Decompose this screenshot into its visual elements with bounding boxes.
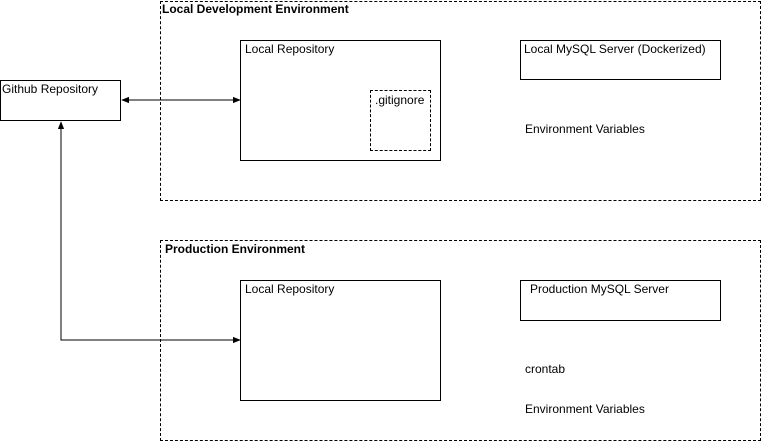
github-repository-label: Github Repository [2,82,99,96]
production-mysql-server [520,280,721,321]
dev-local-repository-label: Local Repository [245,42,335,56]
crontab-label: crontab [525,362,566,376]
prod-environment-variables: Environment Variables [525,402,645,416]
gitignore-box [370,90,431,151]
dev-environment-variables: Environment Variables [525,122,645,136]
prod-repo-github-arrow [57,121,241,344]
gitignore-label: .gitignore [375,93,425,107]
dev-environment-title: Local Development Environment [162,2,349,16]
local-mysql-server [520,40,721,80]
prod-local-repository [240,280,441,401]
production-mysql-server-label: Production MySQL Server [530,282,669,296]
prod-local-repository-label: Local Repository [245,282,335,296]
local-mysql-server-label: Local MySQL Server (Dockerized) [524,42,706,56]
github-repository [0,80,121,121]
